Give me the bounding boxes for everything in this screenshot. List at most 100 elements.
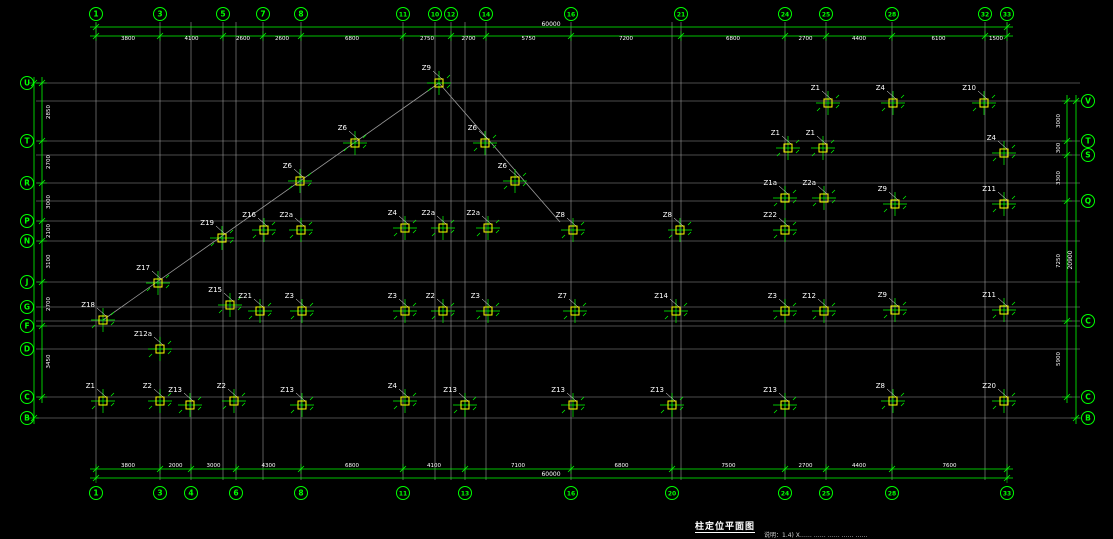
column: Z12 [802,292,836,323]
axis-bubble-label: C [1085,393,1091,402]
column-tick [900,104,905,109]
dim-text: 6100 [932,36,946,42]
column-tick [831,189,836,194]
diagonal-line-left [102,82,440,321]
column-tick [563,315,568,320]
column-body [98,396,108,406]
column-tick [110,321,115,326]
column-label: Z9 [878,291,887,299]
column-tick [664,315,669,320]
column-tick [148,353,153,358]
column: Z18 [81,301,115,332]
axis-bubble-bottom: 24 [778,486,792,500]
dim-text: 6800 [726,36,740,42]
column-tick [582,312,587,317]
column-tick [110,392,115,397]
axis-bubble-circle [89,7,103,21]
column-tick [91,324,96,329]
column: Z12a [134,330,172,361]
axis-bubble-circle [20,275,34,289]
column-body [999,305,1009,315]
column-label: Z1a [763,179,777,187]
column-tick [431,232,436,237]
column-tick [902,301,907,306]
column-tick [831,312,836,317]
column-label: Z13 [443,386,457,394]
column-label: Z4 [987,134,997,142]
axis-bubble-label: Q [1085,197,1091,206]
column-tick [773,234,778,239]
column-leader [566,217,577,227]
column-tick [900,94,905,99]
column: Z6 [468,124,497,155]
column-label: Z2 [426,292,435,300]
axis-bubble-circle [564,486,578,500]
axis-bubble-label: 1 [93,10,98,19]
column: Z10 [962,84,996,115]
column-leader [478,130,489,140]
axis-bubble-circle [20,411,34,425]
column-tick [476,315,481,320]
column: Z6 [283,162,312,193]
column-leader [568,298,579,308]
column-leader [821,90,832,100]
drawing-title: 柱定位平面图 [695,519,756,533]
column: Z22 [763,211,797,242]
column-body [819,193,829,203]
axis-bubble-left: R [20,176,34,190]
column-tick [972,107,977,112]
axis-bubble-top: 3 [153,7,167,21]
dim-text: 6800 [615,463,629,469]
column-leader [223,292,234,302]
column-tick [252,234,257,239]
axis-bubble-label: 33 [1003,12,1011,19]
column-body [296,225,306,235]
axis-bubble-circle [1081,314,1095,328]
column-tick [241,402,246,407]
column-body [780,306,790,316]
column-tick [178,409,183,414]
column-tick [271,221,276,226]
axis-bubble-label: B [24,414,30,423]
column-tick [412,312,417,317]
column: Z2a [802,179,836,210]
column-tick [992,157,997,162]
column-label: Z8 [556,211,565,219]
column-tick [835,104,840,109]
column-leader [997,297,1008,307]
axis-bubble-label: G [24,303,30,312]
column-tick [197,396,202,401]
column-tick [1011,195,1016,200]
column-label: Z2a [802,179,816,187]
column: Z14 [654,292,688,323]
column-body [153,278,163,288]
column: Z1 [811,84,840,115]
axis-bubble-label: 11 [399,12,407,19]
axis-bubble-top: 32 [978,7,992,21]
column-body [675,225,685,235]
axis-bubble-label: 13 [461,491,469,498]
axis-bubble-circle [665,486,679,500]
column-tick [495,229,500,234]
column-tick [248,315,253,320]
column-leader [436,215,447,225]
column-body [229,396,239,406]
column-body [570,306,580,316]
column-body [483,306,493,316]
column: Z3 [388,292,417,323]
column-tick [148,405,153,410]
column-leader [96,388,107,398]
axis-bubble-circle [1081,194,1095,208]
column-leader [997,140,1008,150]
column-tick [773,202,778,207]
axis-bubble-left: D [20,342,34,356]
axis-bubble-bottom: 13 [458,486,472,500]
axis-bubble-left: B [20,411,34,425]
column-label: Z1 [806,129,815,137]
axis-bubble-label: 7 [260,10,265,19]
axis-bubble-circle [20,214,34,228]
column-leader [153,336,164,346]
column-leader [257,217,268,227]
axis-bubble-circle [444,7,458,21]
